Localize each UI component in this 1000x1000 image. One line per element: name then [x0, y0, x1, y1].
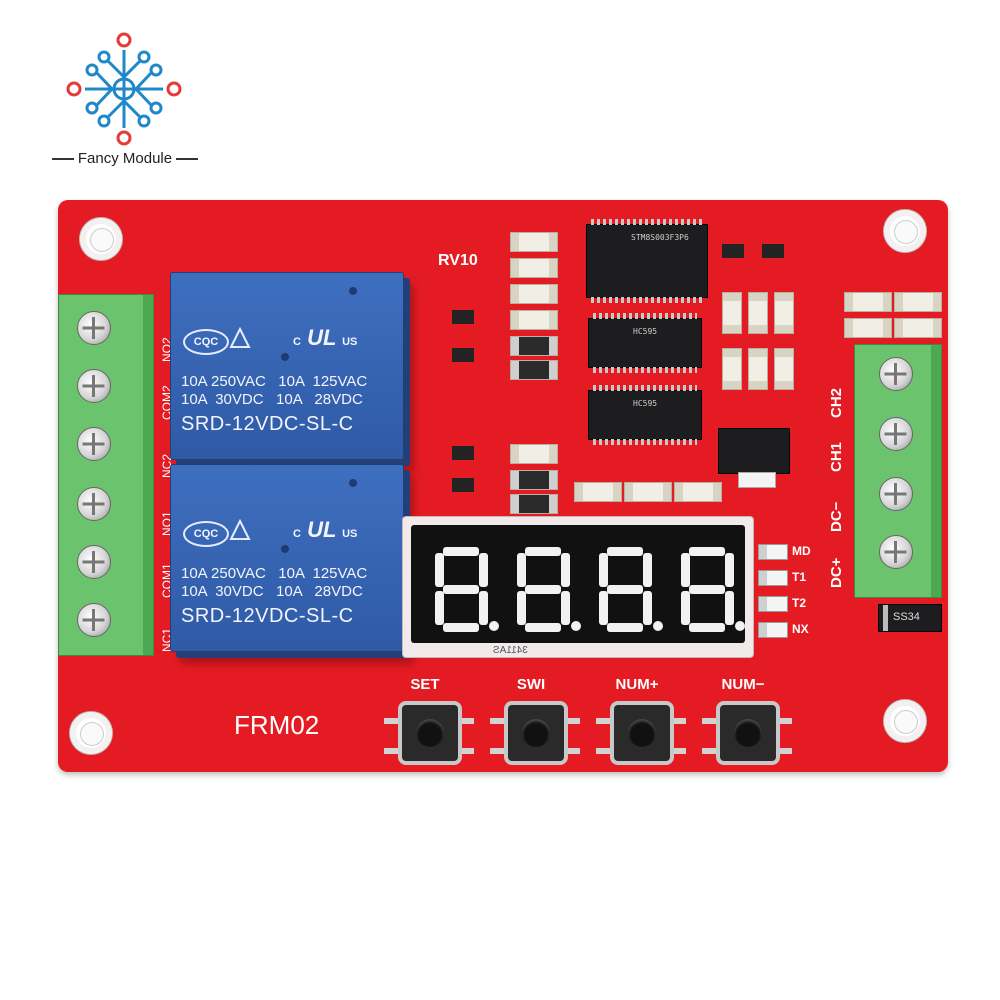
- screw-terminal[interactable]: [879, 357, 913, 391]
- terminal-label: CH1: [828, 441, 845, 472]
- ul-mark: C UL US: [293, 325, 358, 350]
- shift-register-chip: HC595: [588, 385, 702, 445]
- display-digit: [679, 547, 745, 632]
- button-label: SWI: [516, 676, 546, 693]
- cqc-mark: CQC: [183, 329, 229, 355]
- certification-icon: [229, 327, 251, 348]
- smd-resistor: [510, 470, 558, 490]
- button-label: SET: [410, 676, 440, 693]
- smd-resistor: [510, 284, 558, 304]
- smd-resistor: [844, 292, 892, 312]
- seven-segment-display: 3411AS: [402, 516, 754, 658]
- set-button[interactable]: [402, 705, 458, 761]
- regulator-tab: [738, 472, 776, 488]
- relay-module-board: NC1 COM1 NO1 NC2 COM2 NO2 CQC C UL US 10…: [58, 200, 948, 772]
- screw-terminal[interactable]: [77, 427, 111, 461]
- screw-terminal[interactable]: [77, 311, 111, 345]
- status-led-t1: [758, 570, 788, 586]
- display-digit: [597, 547, 663, 632]
- smd-resistor: [748, 292, 768, 334]
- smd-resistor: [624, 482, 672, 502]
- brand-logo-icon: [62, 30, 186, 148]
- certification-icon: [229, 519, 251, 540]
- power-terminal-block: [854, 344, 942, 598]
- smd-resistor: [510, 444, 558, 464]
- transistor: [722, 244, 744, 258]
- transistor: [452, 348, 474, 362]
- screw-terminal[interactable]: [879, 417, 913, 451]
- relay-2: CQC C UL US 10A 250VAC 10A 125VAC 10A 30…: [170, 464, 404, 652]
- transistor: [452, 446, 474, 460]
- screw-terminal[interactable]: [77, 487, 111, 521]
- relay-model: SRD-12VDC-SL-C: [181, 413, 354, 435]
- mounting-hole: [884, 700, 926, 742]
- smd-resistor: [510, 336, 558, 356]
- smd-resistor: [510, 258, 558, 278]
- cqc-mark: CQC: [183, 521, 229, 547]
- shift-register-chip: HC595: [588, 313, 702, 373]
- display-digit: [515, 547, 581, 632]
- status-led-nx: [758, 622, 788, 638]
- led-label: MD: [792, 544, 811, 558]
- smd-resistor: [844, 318, 892, 338]
- output-terminal-block: [58, 294, 154, 656]
- smd-resistor: [574, 482, 622, 502]
- relay-1: CQC C UL US 10A 250VAC 10A 125VAC 10A 30…: [170, 272, 404, 460]
- swi-button[interactable]: [508, 705, 564, 761]
- transistor: [452, 478, 474, 492]
- terminal-label: DC−: [828, 501, 845, 532]
- display-part-number: 3411AS: [493, 645, 528, 656]
- smd-resistor: [748, 348, 768, 390]
- transistor: [452, 310, 474, 324]
- smd-resistor: [894, 318, 942, 338]
- display-face: [411, 525, 745, 643]
- mounting-hole: [80, 218, 122, 260]
- smd-resistor: [722, 292, 742, 334]
- screw-terminal[interactable]: [879, 477, 913, 511]
- transistor: [762, 244, 784, 258]
- smd-resistor: [510, 494, 558, 514]
- smd-resistor: [510, 310, 558, 330]
- microcontroller-chip: STM8S003F3P6: [586, 219, 708, 303]
- smd-resistor: [510, 232, 558, 252]
- board-model-label: FRM02: [234, 710, 320, 740]
- relay-model: SRD-12VDC-SL-C: [181, 605, 354, 627]
- num-minus-button[interactable]: [720, 705, 776, 761]
- mounting-hole: [70, 712, 112, 754]
- screw-terminal[interactable]: [77, 545, 111, 579]
- terminal-label: CH2: [828, 387, 845, 418]
- voltage-regulator-chip: [718, 428, 790, 474]
- smd-resistor: [722, 348, 742, 390]
- pot-label: RV10: [438, 252, 478, 269]
- num-plus-button[interactable]: [614, 705, 670, 761]
- smd-resistor: [894, 292, 942, 312]
- screw-terminal[interactable]: [77, 369, 111, 403]
- relay-rating: 10A 250VAC 10A 125VAC 10A 30VDC 10A 28VD…: [181, 565, 368, 600]
- smd-resistor: [674, 482, 722, 502]
- ul-mark: C UL US: [293, 517, 358, 542]
- display-digit: [433, 547, 499, 632]
- smd-resistor: [774, 292, 794, 334]
- mounting-hole: [884, 210, 926, 252]
- brand-name-text: Fancy Module: [77, 150, 173, 167]
- screw-terminal[interactable]: [77, 603, 111, 637]
- status-led-t2: [758, 596, 788, 612]
- led-label: T2: [792, 596, 807, 610]
- brand-name: Fancy Module: [40, 150, 210, 167]
- terminal-label: DC+: [828, 557, 845, 588]
- status-led-md: [758, 544, 788, 560]
- button-label: NUM+: [615, 676, 659, 693]
- led-label: NX: [792, 622, 809, 636]
- smd-resistor: [774, 348, 794, 390]
- screw-terminal[interactable]: [879, 535, 913, 569]
- led-label: T1: [792, 570, 807, 584]
- smd-resistor: [510, 360, 558, 380]
- relay-rating: 10A 250VAC 10A 125VAC 10A 30VDC 10A 28VD…: [181, 373, 368, 408]
- schottky-diode: SS34: [878, 604, 942, 632]
- button-label: NUM−: [721, 676, 765, 693]
